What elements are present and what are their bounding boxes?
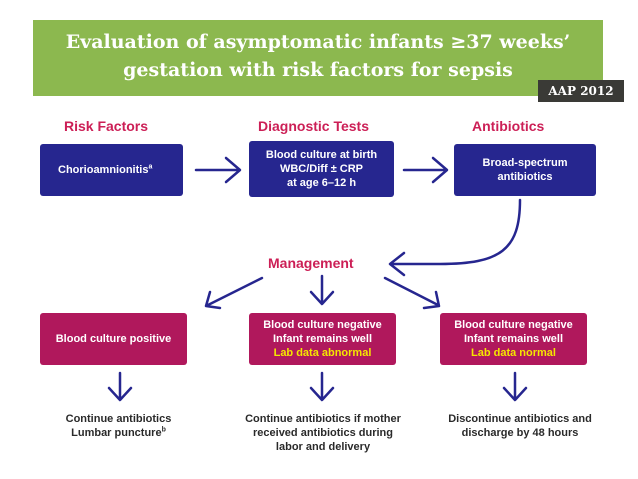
diagnostic-line-2: WBC/Diff ± CRP xyxy=(279,163,364,175)
arrow-antibiotics-to-management xyxy=(388,198,522,277)
normal-line-2: Infant remains well xyxy=(463,333,564,345)
abnormal-line-3: Lab data abnormal xyxy=(273,347,372,359)
culture-negative-abnormal-box: Blood culture negative Infant remains we… xyxy=(249,313,396,365)
outcome-positive-line-2: Lumbar punctureb xyxy=(71,426,166,439)
header-antibiotics: Antibiotics xyxy=(472,118,545,134)
diagnostic-tests-box: Blood culture at birth WBC/Diff ± CRP at… xyxy=(249,141,394,197)
outcome-normal-line-2: discharge by 48 hours xyxy=(461,427,579,439)
diagnostic-line-3: at age 6–12 h xyxy=(286,177,357,189)
management-label: Management xyxy=(268,255,354,271)
slide-title: Evaluation of asymptomatic infants ≥37 w… xyxy=(33,28,603,84)
abnormal-line-1: Blood culture negative xyxy=(263,319,382,331)
antibiotics-line-1: Broad-spectrum xyxy=(482,157,568,169)
outcome-positive: Continue antibiotics Lumbar punctureb xyxy=(46,412,191,440)
title-line-1: Evaluation of asymptomatic infants ≥37 w… xyxy=(65,31,571,53)
outcome-abnormal-line-2: received antibiotics during xyxy=(253,427,393,439)
outcome-abnormal-line-3: labor and delivery xyxy=(275,441,371,453)
arrow-abnormal-down xyxy=(309,371,335,402)
risk-factor-box: Chorioamnionitisa xyxy=(40,144,183,196)
header-risk-factors: Risk Factors xyxy=(64,118,149,134)
arrow-management-to-positive xyxy=(204,276,264,310)
risk-factor-label: Chorioamnionitisa xyxy=(58,163,153,176)
outcome-normal-line-1: Discontinue antibiotics and xyxy=(448,413,592,425)
title-banner xyxy=(33,20,603,96)
positive-line-1: Blood culture positive xyxy=(55,333,172,345)
outcome-abnormal-line-1: Continue antibiotics if mother xyxy=(245,413,401,425)
abnormal-line-2: Infant remains well xyxy=(272,333,373,345)
diagnostic-line-1: Blood culture at birth xyxy=(265,149,378,161)
outcome-abnormal: Continue antibiotics if mother received … xyxy=(228,412,418,454)
culture-negative-normal-box: Blood culture negative Infant remains we… xyxy=(440,313,587,365)
source-badge: AAP 2012 xyxy=(538,80,624,102)
arrow-positive-down xyxy=(107,371,133,402)
arrow-normal-down xyxy=(502,371,528,402)
normal-line-3: Lab data normal xyxy=(471,347,556,359)
title-line-2: gestation with risk factors for sepsis xyxy=(123,59,513,81)
normal-line-1: Blood culture negative xyxy=(454,319,573,331)
arrow-risk-to-tests xyxy=(194,156,242,184)
outcome-normal: Discontinue antibiotics and discharge by… xyxy=(430,412,610,440)
arrow-management-to-abnormal xyxy=(309,274,335,306)
antibiotics-line-2: antibiotics xyxy=(497,171,553,183)
outcome-positive-line-1: Continue antibiotics xyxy=(65,413,172,425)
header-diagnostic-tests: Diagnostic Tests xyxy=(258,118,369,134)
culture-positive-box: Blood culture positive xyxy=(40,313,187,365)
arrow-tests-to-antibiotics xyxy=(402,156,449,184)
antibiotics-box: Broad-spectrum antibiotics xyxy=(454,144,596,196)
arrow-management-to-normal xyxy=(383,276,441,310)
